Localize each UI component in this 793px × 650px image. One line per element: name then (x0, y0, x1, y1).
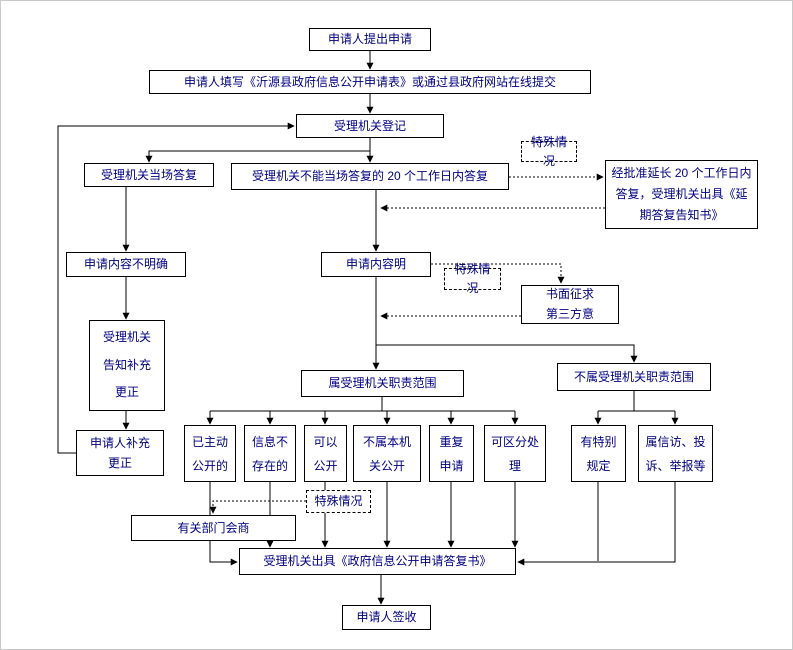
node-special-case-2: 特殊情况 (444, 262, 501, 295)
node-special-case-3: 特殊情况 (306, 490, 371, 513)
node-notify-correction: 受理机关告知补充更正 (89, 320, 165, 411)
node-apply: 申请人提出申请 (309, 28, 431, 51)
edge-petition-to-reply (517, 482, 676, 566)
node-petition-complaint: 属信访、投诉、举报等 (638, 425, 713, 482)
node-in-scope: 属受理机关职责范围 (301, 370, 464, 397)
node-deferred-reply: 受理机关不能当场答复的 20 个工作日内答复 (231, 163, 509, 190)
edge-split-to-outscope (376, 344, 638, 363)
node-out-of-scope: 不属受理机关职责范围 (557, 363, 711, 391)
node-fill-form: 申请人填写《沂源县政府信息公开申请表》或通过县政府网站在线提交 (149, 70, 591, 94)
dotted-connectors (209, 173, 605, 514)
node-can-disclose: 可以公开 (304, 425, 347, 482)
node-info-not-exist: 信息不存在的 (244, 425, 296, 482)
edge-special3-to-consult (209, 500, 306, 514)
edge-supplement-to-register (57, 122, 295, 454)
edge-clear-to-thirdparty (431, 263, 565, 284)
node-special-case-1: 特殊情况 (521, 135, 577, 168)
node-not-this-agency: 不属本机关公开 (353, 425, 421, 482)
node-special-rules: 有特别规定 (571, 425, 626, 482)
node-extension: 经批准延长 20 个工作日内答复，受理机关出具《延期答复告知书》 (605, 160, 758, 229)
node-content-clear: 申请内容明 (321, 252, 431, 277)
edge-inscope-split-bar (210, 397, 515, 412)
node-already-public: 已主动公开的 (184, 425, 236, 482)
node-reply-document: 受理机关出具《政府信息公开申请答复书》 (239, 548, 516, 575)
node-third-party-opinion: 书面征求第三方意 (521, 285, 619, 324)
node-department-consultation: 有关部门会商 (131, 515, 296, 541)
node-separable-handling: 可区分处理 (484, 425, 546, 482)
node-repeated-request: 重复申请 (429, 425, 474, 482)
node-content-unclear: 申请内容不明确 (66, 252, 186, 277)
node-applicant-correction: 申请人补充更正 (76, 430, 164, 476)
node-onsite-reply: 受理机关当场答复 (84, 163, 214, 187)
edge-register-to-onsite (145, 138, 371, 163)
node-sign-receipt: 申请人签收 (342, 605, 431, 630)
node-register: 受理机关登记 (296, 114, 444, 138)
solid-connectors (57, 51, 679, 605)
edge-outscope-split-bar (598, 391, 675, 412)
